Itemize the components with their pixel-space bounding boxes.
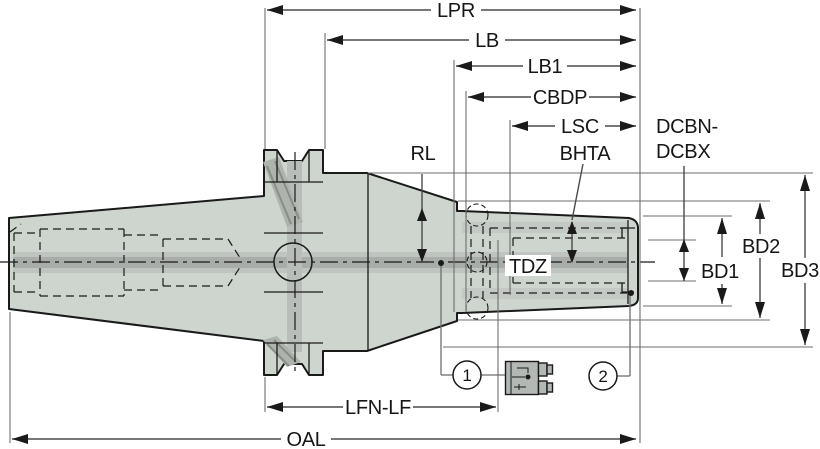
- coolant-valve-component: [504, 360, 554, 396]
- balloon1-anchor-dot: [438, 260, 444, 266]
- rl-dimension: RL: [411, 143, 436, 262]
- balloon-callouts: 1 2: [438, 260, 634, 391]
- dim-label-dcbx: DCBX: [656, 141, 710, 163]
- balloon-2-number: 2: [598, 367, 607, 386]
- dcbn-dcbx-dimension: DCBN- DCBX: [656, 116, 718, 281]
- nose-bore-hidden-lines: [465, 203, 627, 320]
- dim-label-tdz: TDZ: [509, 256, 547, 278]
- dim-label-oal: OAL: [286, 429, 325, 449]
- diameter-dimensions: BD1 BD2 BD3: [701, 175, 819, 345]
- dim-label-bd3: BD3: [781, 260, 819, 282]
- balloon2-anchor-dot: [628, 290, 634, 296]
- toolholder-body: [0, 149, 655, 376]
- dim-label-lpr: LPR: [437, 0, 475, 22]
- balloon-2: [588, 361, 618, 391]
- balloon-1: [452, 360, 482, 390]
- dim-label-lb1: LB1: [528, 56, 563, 78]
- dim-label-bd1: BD1: [701, 261, 739, 283]
- horizontal-dimensions: LPR LB LB1 CBDP LSC LFN-LF OAL: [12, 0, 636, 449]
- dim-label-lsc: LSC: [561, 116, 599, 138]
- dim-label-dcbn: DCBN-: [656, 116, 718, 138]
- dim-label-lb: LB: [475, 30, 499, 52]
- dim-label-rl: RL: [411, 143, 436, 165]
- dim-label-bd2: BD2: [742, 236, 780, 258]
- dim-label-lfn-lf: LFN-LF: [345, 397, 411, 419]
- bhta-dimension: BHTA: [560, 143, 612, 263]
- balloon-1-number: 1: [462, 366, 471, 385]
- extension-lines: [9, 8, 813, 443]
- tdz-label-group: TDZ: [505, 255, 551, 278]
- dim-label-cbdp: CBDP: [533, 87, 587, 109]
- flange-drive-slot-hatch-bottom: [263, 336, 301, 367]
- dim-label-bhta: BHTA: [560, 143, 612, 165]
